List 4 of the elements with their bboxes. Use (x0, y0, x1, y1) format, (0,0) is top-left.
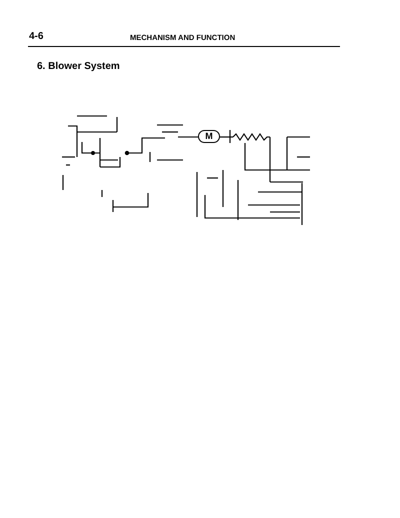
section-title: 6. Blower System (37, 62, 120, 72)
page-number: 4-6 (29, 32, 44, 42)
motor-symbol (198, 130, 220, 143)
motor-label: M (205, 132, 213, 141)
